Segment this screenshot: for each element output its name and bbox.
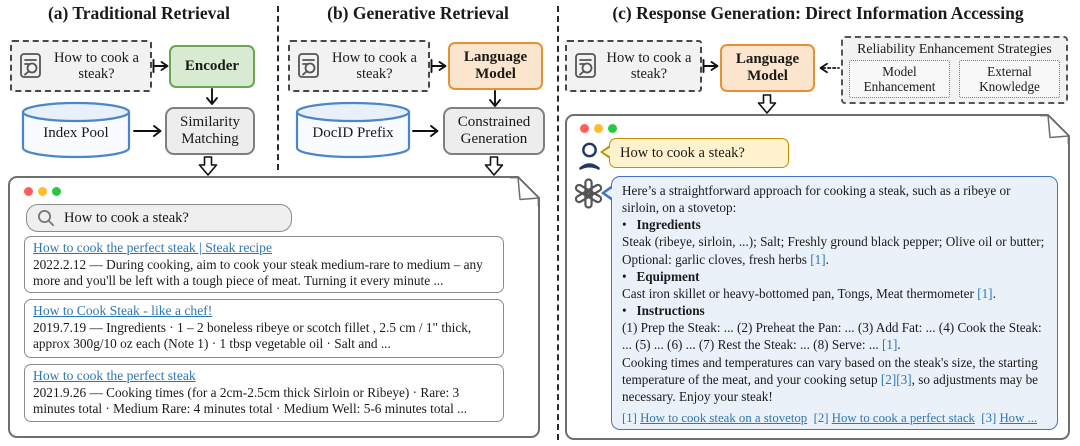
index-pool-label: Index Pool (43, 125, 109, 141)
divider-b-c (557, 6, 559, 440)
close-window-dot[interactable] (580, 124, 589, 133)
panel-b-query-text: How to cook a steak? (332, 49, 417, 82)
arrow-query-to-lm-b (430, 59, 447, 73)
panel-a-query-text: How to cook a steak? (54, 49, 139, 82)
window-controls (24, 187, 61, 196)
search-input[interactable] (64, 209, 281, 227)
arrow-pool-to-matching (133, 125, 162, 137)
document-search-icon (575, 53, 596, 78)
page-fold-icon (1040, 114, 1070, 144)
panel-a-title: (a) Traditional Retrieval (47, 3, 231, 23)
response-intro: Here’s a straightforward approach for co… (622, 183, 1014, 216)
divider-a-b (277, 6, 279, 170)
person-icon (579, 142, 600, 170)
result-snippet-1: 2022.2.12 — During cooking, aim to cook … (33, 257, 483, 289)
citation-links[interactable]: [1] How to cook steak on a stovetop [2] … (622, 411, 1038, 426)
panel-c-query-text: How to cook a steak? (606, 49, 692, 82)
database-cylinder-icon (21, 101, 131, 159)
language-model-box-b: Language Model (448, 42, 543, 90)
strategy-external-knowledge: External Knowledge (959, 60, 1060, 99)
docid-prefix-datastore: DocID Prefix (294, 101, 412, 159)
search-result-card: How to cook the perfect steak | Steak re… (24, 236, 504, 293)
assistant-response-bubble: Here’s a straightforward approach for co… (601, 176, 1058, 430)
response-equipment-body: Cast iron skillet or heavy-bottomed pan,… (622, 285, 996, 301)
openai-logo-icon (574, 178, 603, 209)
constrained-generation-box: Constrained Generation (443, 107, 545, 155)
arrow-encoder-to-matching (206, 88, 218, 105)
response-outro: Cooking times and temperatures can vary … (622, 354, 1042, 404)
dotted-arrow-strategies-to-lm (819, 62, 840, 74)
response-ingredients-body: Steak (ribeye, sirloin, ...); Salt; Fres… (622, 234, 1048, 267)
panel-b-title: (b) Generative Retrieval (327, 3, 509, 23)
maximize-window-dot[interactable] (52, 187, 61, 196)
window-controls (580, 124, 617, 133)
arrow-query-to-encoder (152, 59, 169, 73)
hollow-arrow-to-chat (757, 94, 777, 114)
reliability-strategies-box: Reliability Enhancement Strategies Model… (841, 36, 1068, 104)
result-snippet-3: 2021.9.26 — Cooking times (for a 2cm-2.5… (33, 385, 468, 417)
chat-window: How to cook a steak? Here’s a straightfo… (565, 114, 1070, 440)
hollow-arrow-to-results-b (484, 156, 504, 176)
magnifier-icon (38, 210, 55, 227)
result-link-1[interactable]: How to cook the perfect steak | Steak re… (33, 240, 273, 255)
result-link-2[interactable]: How to Cook Steak - like a chef! (33, 303, 213, 318)
panel-a-query-box: How to cook a steak? (10, 40, 152, 92)
search-bar[interactable] (26, 204, 292, 232)
result-snippet-2: 2019.7.19 — Ingredients · 1 – 2 boneless… (33, 320, 472, 352)
search-result-card: How to cook the perfect steak 2021.9.26 … (24, 364, 504, 422)
page-fold-icon (510, 176, 540, 206)
encoder-box: Encoder (169, 45, 255, 88)
document-search-icon (298, 53, 319, 78)
hollow-arrow-to-results-a (198, 156, 218, 176)
strategy-model-enhancement: Model Enhancement (849, 60, 950, 99)
language-model-box-c: Language Model (720, 44, 815, 92)
arrow-docid-to-generation (412, 125, 439, 137)
document-search-icon (20, 53, 41, 78)
database-cylinder-icon (295, 101, 411, 159)
user-message-bubble: How to cook a steak? (600, 138, 789, 168)
panel-c-query-box: How to cook a steak? (565, 40, 702, 92)
arrow-query-to-lm-c (702, 59, 719, 73)
close-window-dot[interactable] (24, 187, 33, 196)
search-result-card: How to Cook Steak - like a chef! 2019.7.… (24, 299, 504, 358)
index-pool-datastore: Index Pool (20, 101, 132, 159)
panel-c-title: (c) Response Generation: Direct Informat… (612, 3, 1024, 23)
search-results-window: How to cook the perfect steak | Steak re… (8, 176, 540, 438)
reliability-strategies-title: Reliability Enhancement Strategies (857, 41, 1052, 56)
panel-b-query-box: How to cook a steak? (288, 40, 430, 92)
response-instructions-head: • Instructions (622, 303, 705, 319)
response-instructions-body: (1) Prep the Steak: ... (2) Preheat the … (622, 320, 1046, 353)
response-equipment-head: • Equipment (622, 268, 700, 284)
minimize-window-dot[interactable] (594, 124, 603, 133)
maximize-window-dot[interactable] (608, 124, 617, 133)
similarity-matching-box: Similarity Matching (165, 107, 255, 155)
response-ingredients-head: • Ingredients (622, 217, 701, 233)
result-link-3[interactable]: How to cook the perfect steak (33, 368, 196, 383)
docid-prefix-label: DocID Prefix (312, 125, 394, 141)
minimize-window-dot[interactable] (38, 187, 47, 196)
user-message-text: How to cook a steak? (620, 144, 745, 161)
arrow-lm-to-generation (489, 90, 501, 107)
